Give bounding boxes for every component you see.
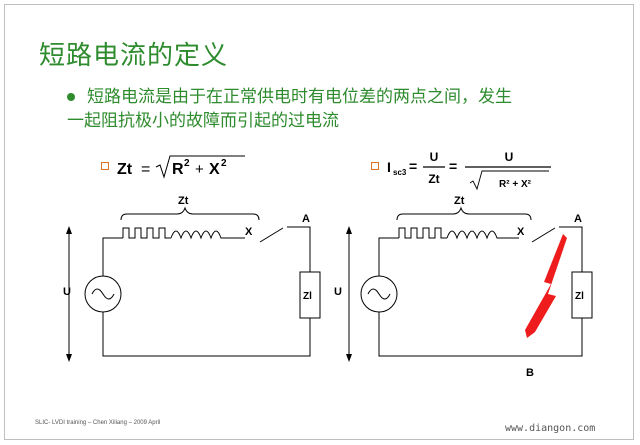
circuit-fault: U Zt X A Zl B bbox=[334, 195, 593, 379]
reactance-label: X bbox=[245, 226, 253, 238]
slide-footer: SLIC- LVDI training – Chen Xiliang – 200… bbox=[35, 420, 161, 426]
resistor-icon bbox=[398, 227, 447, 239]
formula-isc3-den2: R² + X² bbox=[499, 179, 532, 190]
formula-zt-r: R bbox=[172, 161, 184, 178]
switch-icon bbox=[259, 227, 284, 243]
wire-right bbox=[287, 226, 311, 272]
load-box bbox=[571, 271, 593, 319]
brace-icon bbox=[396, 206, 532, 221]
definition-bullet: 短路电流是由于在正常供电时有电位差的两点之间，发生 一起阻抗极小的故障而引起的过… bbox=[67, 85, 587, 133]
resistor-icon bbox=[122, 227, 171, 239]
lightning-fault-icon bbox=[525, 234, 567, 338]
formula-isc3: I sc3 = U Zt = U R² + X² bbox=[387, 150, 551, 191]
wire-top-left bbox=[102, 237, 123, 276]
definition-line-2: 一起阻抗极小的故障而引起的过电流 bbox=[67, 111, 339, 131]
sine-wave-icon bbox=[367, 288, 391, 300]
definition-line-1: 短路电流是由于在正常供电时有电位差的两点之间，发生 bbox=[87, 87, 512, 107]
inductor-icon bbox=[170, 230, 245, 240]
formula-zt: Zt = R 2 + X 2 bbox=[117, 155, 245, 179]
voltage-label: U bbox=[63, 286, 71, 298]
formula-bullet-square-icon bbox=[371, 162, 379, 170]
sqrt-sign-icon bbox=[469, 170, 549, 191]
reactance-label: X bbox=[517, 226, 525, 238]
node-b-label: B bbox=[526, 367, 534, 379]
wire-top-left bbox=[378, 237, 399, 276]
slide: 短路电流的定义 短路电流是由于在正常供电时有电位差的两点之间，发生 一起阻抗极小… bbox=[4, 4, 634, 440]
impedance-label: Zt bbox=[454, 195, 465, 207]
node-a-label: A bbox=[302, 213, 310, 225]
formula-isc3-lhs: I bbox=[387, 159, 391, 175]
formula-zt-x: X bbox=[209, 161, 220, 178]
formula-isc3-num2: U bbox=[505, 150, 514, 164]
sine-wave-icon bbox=[91, 288, 115, 300]
brace-icon bbox=[120, 206, 260, 221]
wire-bottom bbox=[102, 312, 311, 357]
wire-bottom bbox=[378, 312, 583, 357]
bullet-dot-icon bbox=[67, 93, 75, 101]
inductor-icon bbox=[446, 230, 519, 240]
formula-isc3-eq2: = bbox=[449, 158, 457, 174]
formula-zt-eq: = bbox=[141, 161, 150, 178]
arrow-up-icon bbox=[346, 226, 352, 234]
formula-zt-lhs: Zt bbox=[117, 161, 133, 178]
formula-zt-plus: + bbox=[195, 161, 204, 178]
sqrt-sign-icon bbox=[155, 155, 245, 179]
slide-title: 短路电流的定义 bbox=[39, 41, 229, 71]
arrow-down-icon bbox=[66, 354, 72, 362]
formula-isc3-den1: Zt bbox=[428, 172, 439, 186]
formula-isc3-num1: U bbox=[430, 150, 439, 164]
definition-text: 短路电流是由于在正常供电时有电位差的两点之间，发生 一起阻抗极小的故障而引起的过… bbox=[67, 85, 587, 133]
formula-isc3-sub: sc3 bbox=[393, 168, 407, 177]
wire-right bbox=[559, 226, 583, 272]
load-label: Zl bbox=[303, 291, 312, 302]
circuit-normal: U Zt X A Zl bbox=[63, 195, 321, 362]
voltage-label: U bbox=[334, 286, 342, 298]
formula-zt-x-exp: 2 bbox=[221, 158, 227, 169]
switch-icon bbox=[531, 227, 556, 243]
impedance-label: Zt bbox=[178, 195, 189, 207]
watermark: www.diangon.com bbox=[505, 423, 596, 434]
arrow-down-icon bbox=[346, 354, 352, 362]
formula-isc3-eq1: = bbox=[409, 158, 417, 174]
load-label: Zl bbox=[575, 291, 584, 302]
arrow-up-icon bbox=[66, 226, 72, 234]
node-a-label: A bbox=[574, 213, 582, 225]
load-box bbox=[299, 271, 321, 319]
formula-bullet-square-icon bbox=[101, 162, 109, 170]
formula-zt-r-exp: 2 bbox=[184, 158, 190, 169]
